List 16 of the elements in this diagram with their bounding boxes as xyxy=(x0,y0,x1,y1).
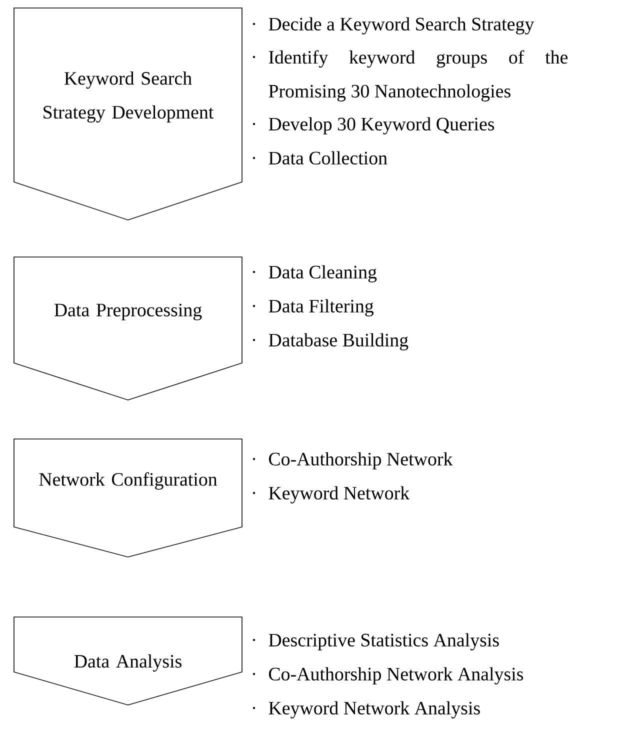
bullet-item: Keyword Network Analysis xyxy=(268,701,480,718)
bullet-item: Data Cleaning xyxy=(268,265,377,282)
bullet-item: Keyword Network xyxy=(268,486,410,504)
bullet-item: Descriptive Statistics Analysis xyxy=(268,633,499,650)
bullet-item: Co-Authorship Network xyxy=(268,452,453,470)
bullet-item: Data Filtering xyxy=(268,299,374,316)
step-box: Data Preprocessing xyxy=(14,256,242,400)
bullet-item: Decide a Keyword Search Strategy xyxy=(268,17,534,34)
step-box: Keyword Search Strategy Development xyxy=(14,8,242,220)
bullet-item: Database Building xyxy=(268,333,408,350)
bullet-item: Develop 30 Keyword Queries xyxy=(268,117,494,134)
bullet-item: Identify keyword groups of the Promising 30 Nanotechnologies xyxy=(268,50,568,102)
step-box: Data Analysis xyxy=(14,616,242,706)
bullet-item: Co-Authorship Network Analysis xyxy=(268,667,524,684)
step-box: Network Configuration xyxy=(14,438,242,558)
bullet-item: Data Collection xyxy=(268,151,388,165)
